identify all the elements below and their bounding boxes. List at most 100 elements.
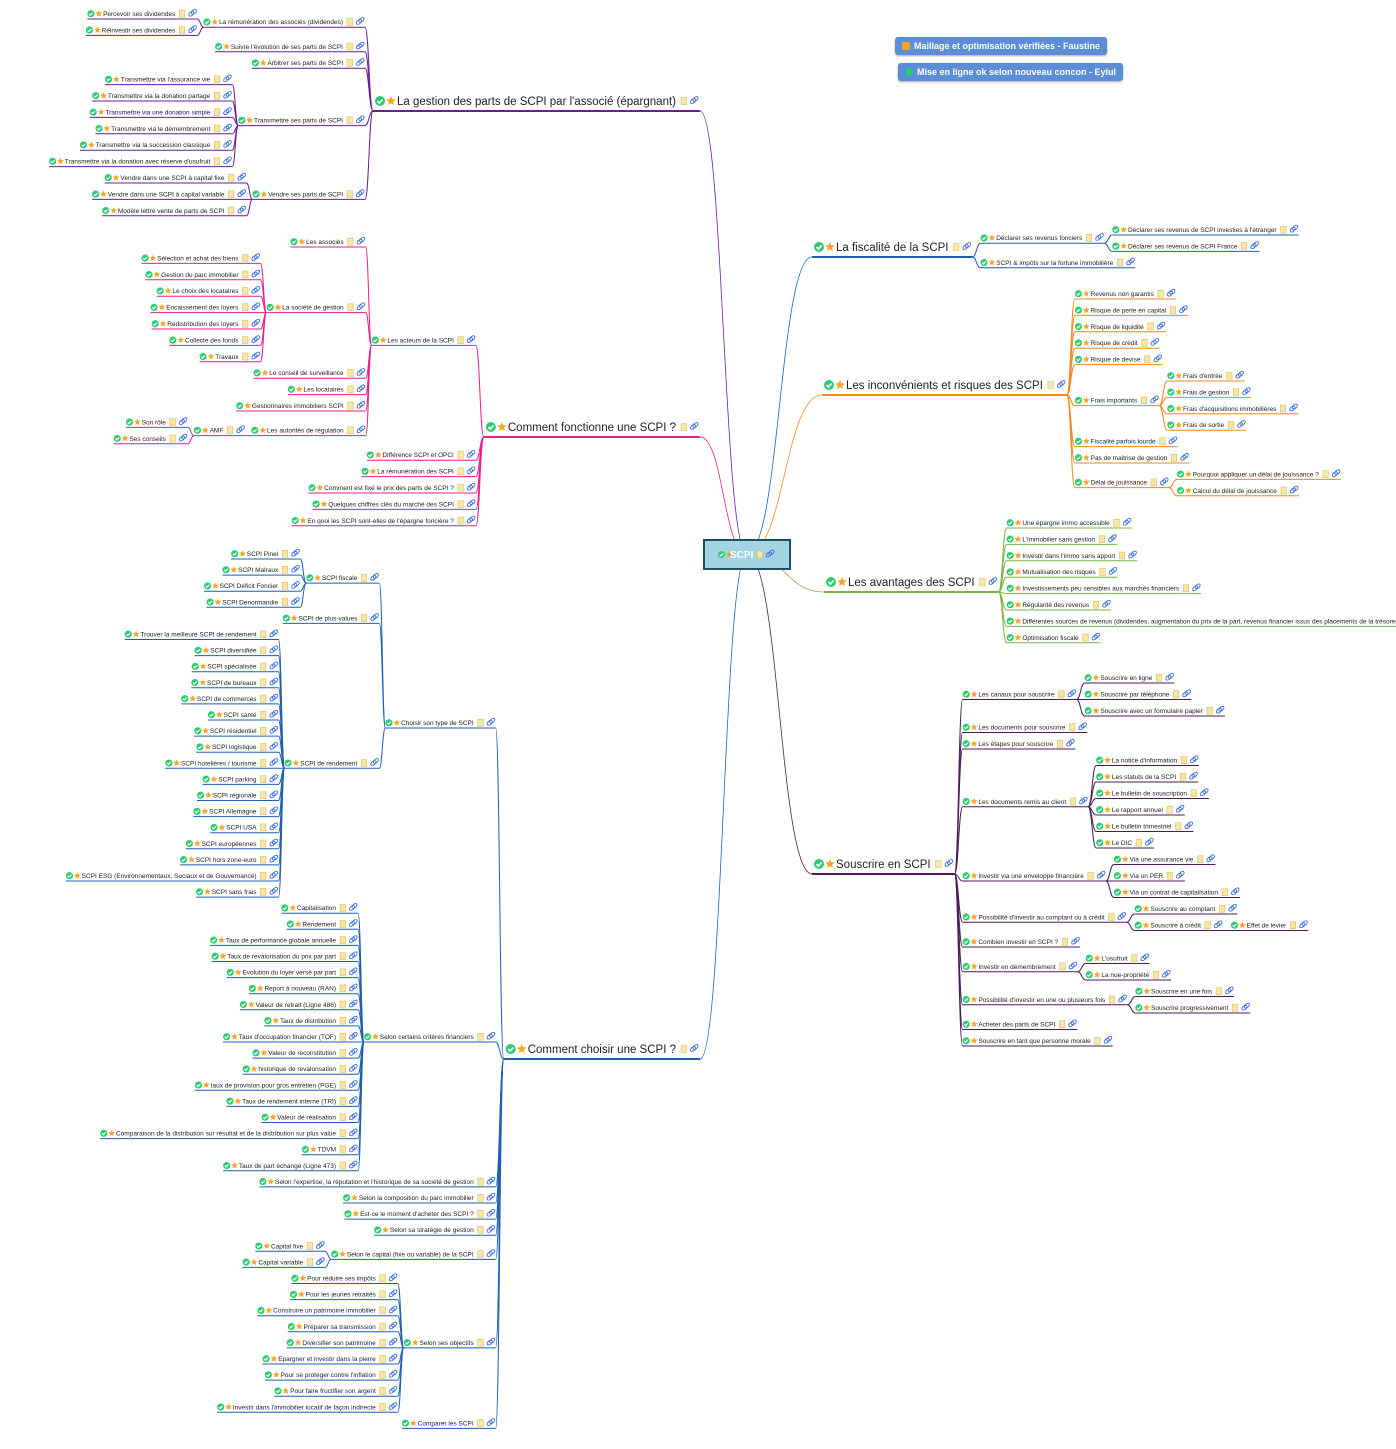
link-icon[interactable] [291,565,300,574]
node-pour-reduire-ses-impots[interactable]: Pour réduire ses impôts [291,1273,398,1284]
link-icon[interactable] [251,335,261,344]
node-transmettre-via-la-donation-avec-reserve[interactable]: Transmettre via la donation avec réserve… [49,156,233,168]
node-comparaison-de-la-distribution-sur-resul[interactable]: Comparaison de la distribution sur résul… [100,1128,359,1140]
node-transmettre-ses-parts-de-scpi[interactable]: Transmettre ses parts de SCPI [238,115,365,127]
note-icon[interactable] [1159,437,1166,446]
note-icon[interactable] [1232,1003,1239,1012]
branch-souscrire-en-scpi[interactable]: Souscrire en SCPI [812,859,955,875]
node-comparer-les-scpi[interactable]: Comparer les SCPI [401,1418,496,1429]
node-son-role[interactable]: Son rôle [125,417,188,428]
node-valeur-de-reconstitution[interactable]: Valeur de reconstitution [252,1048,359,1059]
note-icon[interactable] [379,1290,386,1299]
link-icon[interactable] [291,597,300,606]
node-reinvestir-ses-dividendes[interactable]: Réinvestir ses dividendes [85,25,198,36]
note-icon[interactable] [680,423,687,431]
link-icon[interactable] [269,645,279,654]
note-icon[interactable] [457,467,464,476]
link-icon[interactable] [1122,517,1132,526]
link-icon[interactable] [269,661,279,670]
link-icon[interactable] [1331,469,1341,478]
note-icon[interactable] [379,1274,386,1282]
node-frais-de-sortie[interactable]: Frais de sortie [1167,420,1247,431]
link-icon[interactable] [1213,920,1223,929]
node-les-statuts-de-la-scpi[interactable]: Les statuts de la SCPI [1096,771,1199,783]
note-icon[interactable] [339,1065,346,1073]
node-revenus-non-garantis[interactable]: Revenus non garantis [1074,288,1176,300]
node-souscrire-a-credit[interactable]: Souscrire à crédit [1134,920,1223,931]
note-icon[interactable] [1092,600,1099,609]
link-icon[interactable] [1118,994,1127,1003]
node-pas-de-maitrise-de-gestion[interactable]: Pas de maitrise de gestion [1074,452,1190,464]
link-icon[interactable] [1140,953,1150,962]
link-icon[interactable] [388,1337,398,1346]
link-icon[interactable] [237,205,246,214]
link-icon[interactable] [1153,354,1163,363]
note-icon[interactable] [1219,904,1226,913]
link-icon[interactable] [349,1128,358,1137]
node-la-notice-d-information[interactable]: La notice d'information [1096,755,1200,766]
link-icon[interactable] [223,140,232,149]
node-trouver-la-meilleure-scpi-de-rendement[interactable]: Trouver la meilleure SCPI de rendement [124,629,279,640]
note-icon[interactable] [457,483,464,492]
node-transmettre-via-le-demembrement[interactable]: Transmettre via le démembrement [95,123,233,135]
node-capital-variable[interactable]: Capital variable [242,1257,326,1268]
link-icon[interactable] [269,822,279,831]
link-icon[interactable] [1235,370,1245,379]
node-les-locataires[interactable]: Les locataires [287,384,366,396]
note-icon[interactable] [242,287,249,295]
node-scpi-specialisee[interactable]: SCPI spécialisée [191,661,279,673]
note-icon[interactable] [1059,962,1066,971]
link-icon[interactable] [269,709,279,718]
node-scpi-fiscale[interactable]: SCPI fiscale [306,573,380,584]
node-taux-de-revalorisation-du-prix-par-part[interactable]: Taux de revalorisation du prix par part [211,951,359,962]
note-icon[interactable] [214,141,221,149]
node-investissements-peu-sensibles-aux-marche[interactable]: Investissements peu sensibles aux marché… [1006,583,1202,595]
node-le-conseil-de-surveillance[interactable]: Le conseil de surveillance [253,368,366,379]
link-icon[interactable] [1126,257,1135,266]
note-icon[interactable] [1180,756,1187,764]
node-l-usufruit[interactable]: L'usufruit [1085,953,1150,964]
node-pourquoi-appliquer-un-delai-de-jouissanc[interactable]: Pourquoi appliquer un délai de jouissanc… [1176,469,1341,480]
note-icon[interactable] [1241,242,1248,250]
note-icon[interactable] [935,860,942,868]
link-icon[interactable] [1068,961,1078,970]
node-scpi-diversifiee[interactable]: SCPI diversifiée [194,645,279,657]
link-icon[interactable] [689,96,699,105]
note-icon[interactable] [680,97,687,105]
note-icon[interactable] [339,1081,346,1089]
node-le-rapport-annuel[interactable]: Le rapport annuel [1096,804,1185,816]
node-risque-de-liquidite[interactable]: Risque de liquidité [1074,321,1166,333]
node-capital-fixe[interactable]: Capital fixe [255,1241,326,1252]
link-icon[interactable] [486,1192,496,1201]
note-icon[interactable] [339,984,346,993]
link-icon[interactable] [356,368,366,377]
link-icon[interactable] [370,758,379,767]
node-taux-de-provision-pour-gros-entretien-pg[interactable]: taux de provision pour gros entretien (P… [194,1080,359,1091]
note-icon[interactable] [457,500,464,508]
note-icon[interactable] [477,719,484,727]
link-icon[interactable] [349,903,358,912]
note-icon[interactable] [1059,1020,1066,1028]
link-icon[interactable] [269,742,279,751]
note-icon[interactable] [260,759,267,767]
node-effet-de-levier[interactable]: Effet de levier [1230,920,1309,931]
node-scpi-de-bureaux[interactable]: SCPI de bureaux [191,677,279,689]
note-icon[interactable] [1179,772,1186,781]
link-icon[interactable] [1182,689,1191,698]
link-icon[interactable] [1079,796,1088,805]
node-amf[interactable]: AMF [193,425,246,437]
link-icon[interactable] [349,967,358,976]
link-icon[interactable] [370,613,379,622]
note-icon[interactable] [1147,322,1154,331]
link-icon[interactable] [356,236,366,245]
note-icon[interactable] [477,1032,484,1041]
note-icon[interactable] [347,237,354,246]
node-l-immobilier-sans-gestion[interactable]: L'immobilier sans gestion [1006,534,1118,545]
node-les-autorites-de-regulation[interactable]: Les autorités de régulation [251,425,366,437]
node-est-ce-le-moment-d-acheter-des-scpi[interactable]: Est-ce le moment d'acheter des SCPI ? [344,1209,496,1220]
node-vendre-dans-une-scpi-a-capital-fixe[interactable]: Vendre dans une SCPI à capital fixe [104,172,247,184]
note-icon[interactable] [1152,970,1159,979]
node-vendre-dans-une-scpi-a-capital-variable[interactable]: Vendre dans une SCPI à capital variable [92,189,247,200]
link-icon[interactable] [1095,233,1104,242]
link-icon[interactable] [269,806,279,815]
